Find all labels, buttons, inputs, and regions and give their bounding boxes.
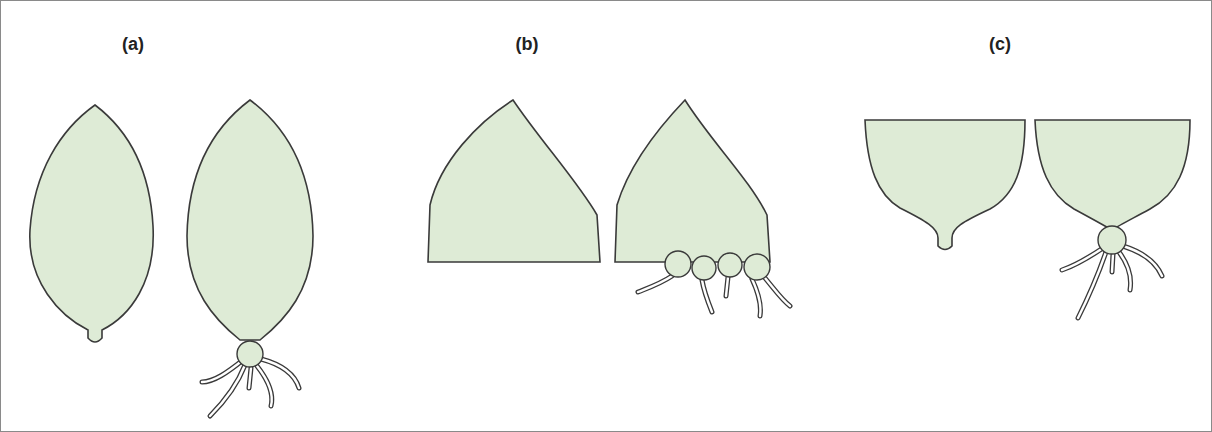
rooted-leaf bbox=[187, 100, 313, 416]
panel-label: (a) bbox=[122, 34, 144, 56]
leaf-shape bbox=[865, 120, 1025, 250]
panel-label: (b) bbox=[516, 34, 539, 56]
leaf-shape bbox=[428, 100, 600, 262]
rooted-leaf bbox=[615, 100, 790, 316]
leaf-shape bbox=[30, 105, 153, 342]
panel-label: (c) bbox=[989, 34, 1011, 56]
rooted-leaf bbox=[1035, 120, 1190, 318]
